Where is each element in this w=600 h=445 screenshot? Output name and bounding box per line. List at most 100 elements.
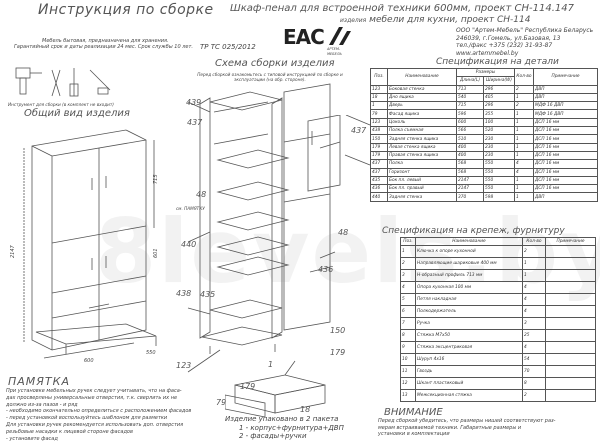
col-qty: Кол-во [514,68,534,86]
callout-79: 79 [216,398,227,407]
svg-text:601: 601 [153,248,159,258]
product-prefix: изделия [340,17,367,24]
memo-line: - установите фасад [6,435,58,442]
callout-435: 435 [200,290,216,299]
callout-179-top: 179 [240,382,256,391]
callout-1: 1 [268,360,274,369]
note-warranty: Гарантийный срок и даты реализации 24 ме… [14,44,194,50]
callout-439: 439 [186,98,202,107]
product-note: Мебель бытовая, предназначена для хранен… [14,38,204,50]
assembly-scheme-title: Схема сборки изделия [215,58,335,69]
callout-123: 123 [176,361,192,370]
col-width: Ширина(W) [483,76,515,86]
attention-title: ВНИМАНИЕ [384,407,443,418]
callout-48-left: 48 [196,190,207,199]
svg-text:2147: 2147 [10,244,16,258]
memo-text: При установке мебельных ручек следует уч… [6,388,221,442]
packaging-info: Изделие упаковано в 2 пакета 1 - корпус+… [225,415,344,441]
svg-text:550: 550 [146,350,156,356]
col-name: Наименование [387,68,457,86]
parts-spec-table: Поз. Наименование Размеры Кол-во Примеча… [370,67,598,202]
parts-spec-title: Спецификация на детали [436,57,559,67]
company-line-1: ООО "Артем-Мебель" Республика Беларусь [456,27,594,34]
product-subtitle: изделия мебели для кухни, проект СН-114 [340,15,530,25]
eac-logo: EAC АРТЕМ-МЕБЕЛЬ [283,25,353,56]
callout-440: 440 [181,240,197,249]
col-length: Длина(L) [456,76,484,86]
svg-text:600: 600 [84,358,94,364]
callout-437-top: 437 [187,118,203,127]
attention-text: Перед сборкой убедитесь, что размеры ниш… [378,418,598,438]
callout-48-right: 48 [338,228,349,237]
col-qty: Кол-во [522,236,546,247]
memo-line: Для установки ручек рекомендуется исполь… [6,421,184,428]
col-name: Наименование [415,236,523,247]
memo-line: - перед установкой воспользуйтесь шаблон… [6,415,168,422]
company-info: ООО "Артем-Мебель" Республика Беларусь 2… [456,27,593,57]
callout-150: 150 [330,326,346,335]
callout-438: 438 [176,289,192,298]
packaging-title: Изделие упаковано в 2 пакета [225,415,339,423]
memo-line: резьбовые насадки к лицевой стороне фаса… [6,428,133,435]
attention-line: Перед сборкой убедитесь, что размеры ниш… [378,418,556,424]
attention-line: установки в комплектации [378,431,450,437]
memo-line: дах просверлены универсальные отверстия,… [6,394,178,401]
company-line-3: тел./факс +375 (232) 31-93-87 [456,42,553,49]
general-view-drawing: 2147 715 601 600 550 [10,129,159,364]
callout-179-bottom: 179 [330,348,346,357]
tools-illustration [15,67,111,97]
attention-line: мерам встраиваемой техники. Габаритные р… [378,424,522,431]
col-pos: Поз. [370,68,388,86]
pamyatka-ref: см. ПАМЯТКУ [176,206,205,211]
memo-line: должно из-за пазов - и ряд [6,401,78,408]
tools-note: Инструмент для сборки (в комплект не вхо… [8,102,114,107]
packaging-item-1: 1 - корпус+фурнитура+ДВП [239,423,344,432]
col-pos: Поз. [400,236,416,247]
hardware-spec-title: Спецификация на крепеж, фурнитуру [382,226,565,236]
product-name: мебели для кухни, проект СН-114 [369,15,531,25]
company-line-2: 246039, г.Гомель, ул.Базовая, 13 [456,34,561,42]
plinth-drawing [35,323,157,354]
eac-logo-text: EAC [283,25,325,49]
packaging-item-2: 2 - фасады+ручки [239,432,307,440]
product-title: Шкаф-пенал для встроенной техники 600мм,… [230,3,574,14]
callout-18: 18 [300,405,311,414]
instruction-title: Инструкция по сборке [38,2,214,18]
col-note: Примечание [533,68,598,86]
brand-mark-icon [329,27,351,45]
col-size-group: Размеры [456,67,515,78]
company-line-4: www.artemmebel.by [456,49,519,57]
memo-line: При установке мебельных ручек следует уч… [6,388,182,394]
assembly-exploded-drawing [187,83,341,373]
drawer-drawing [225,360,326,418]
callout-436: 436 [318,265,334,274]
logo-subtitle: АРТЕМ-МЕБЕЛЬ [327,47,342,56]
note-purpose: Мебель бытовая, предназначена для хранен… [42,38,169,44]
general-view-title: Общий вид изделия [24,108,130,119]
assembly-scheme-note: Перед сборкой ознакомьтесь с типовой инс… [197,72,343,82]
memo-title: ПАМЯТКА [8,375,70,388]
